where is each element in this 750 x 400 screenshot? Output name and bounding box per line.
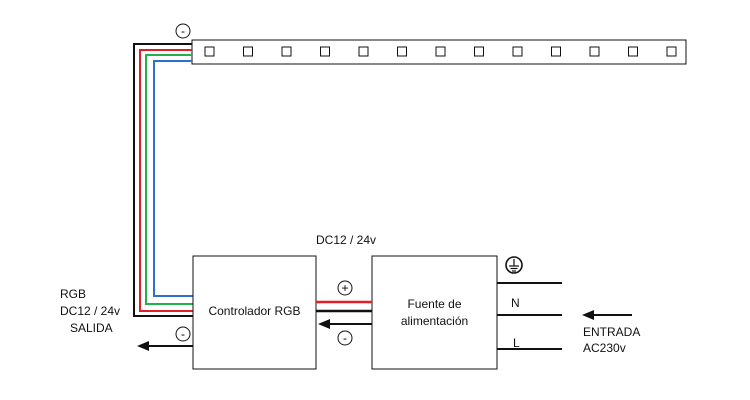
svg-text:-: - bbox=[343, 331, 347, 345]
led-chip bbox=[397, 46, 407, 57]
svg-text:+: + bbox=[341, 281, 348, 295]
dc-voltage-label: DC12 / 24v bbox=[316, 233, 377, 247]
led-chip bbox=[512, 46, 523, 57]
led-chip bbox=[589, 46, 600, 57]
output-label-salida: SALIDA bbox=[70, 321, 113, 335]
power-supply-label-line2: alimentación bbox=[400, 314, 469, 328]
rgb-controller-box bbox=[192, 255, 317, 370]
input-arrow-head bbox=[582, 310, 594, 320]
led-chip bbox=[358, 46, 369, 57]
power-supply-label: Fuente de alimentación bbox=[372, 296, 497, 330]
wire-red bbox=[139, 49, 193, 312]
wire-blue bbox=[153, 60, 193, 297]
led-chip bbox=[474, 46, 484, 57]
power-supply-label-line1: Fuente de bbox=[407, 297, 462, 311]
neutral-label: N bbox=[511, 296, 520, 310]
led-chip bbox=[666, 46, 677, 57]
led-chip bbox=[435, 46, 446, 57]
dc-negative-symbol: - bbox=[337, 330, 353, 346]
svg-text:-: - bbox=[181, 327, 185, 341]
led-chip bbox=[628, 46, 638, 57]
input-label-entrada: ENTRADA bbox=[583, 325, 641, 339]
dc-feed-arrow-head bbox=[318, 319, 330, 329]
output-label-rgb: RGB bbox=[60, 287, 87, 301]
svg-text:-: - bbox=[181, 24, 185, 38]
wire-black bbox=[133, 43, 193, 317]
input-label-voltage: AC230v bbox=[583, 341, 626, 355]
led-chip bbox=[320, 46, 330, 57]
output-arrow-head bbox=[137, 341, 149, 351]
led-chip bbox=[281, 46, 292, 57]
led-chip bbox=[204, 46, 215, 57]
output-negative-symbol: - bbox=[175, 326, 191, 342]
led-chips bbox=[204, 46, 677, 57]
led-chip bbox=[243, 46, 253, 57]
dc-positive-symbol: + bbox=[337, 280, 353, 296]
power-supply-box bbox=[371, 255, 498, 370]
controller-label: Controlador RGB bbox=[208, 304, 301, 318]
ground-icon bbox=[505, 256, 523, 274]
live-label: L bbox=[513, 336, 520, 350]
strip-negative-terminal: - bbox=[175, 23, 191, 39]
output-label-voltage: DC12 / 24v bbox=[60, 304, 121, 318]
wire-green bbox=[145, 54, 193, 305]
led-chip bbox=[551, 46, 561, 57]
